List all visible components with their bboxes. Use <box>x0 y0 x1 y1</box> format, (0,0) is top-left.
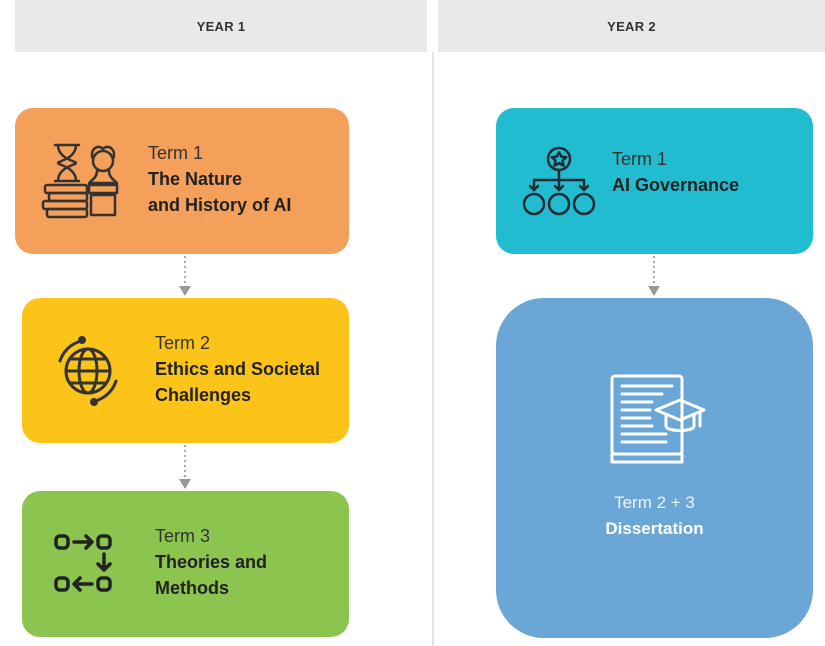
globe-icon <box>48 331 128 416</box>
connector-term1-to-term2 <box>179 256 191 296</box>
card-year2-dissertation: Term 2 + 3 Dissertation <box>496 298 813 638</box>
course-title-line1: The Nature <box>148 169 243 189</box>
year-2-header: YEAR 2 <box>438 0 825 52</box>
column-divider <box>432 52 434 646</box>
term-label: Term 2 + 3 <box>614 493 695 512</box>
hourglass-books-bust-icon <box>41 141 121 226</box>
card-year1-term3: Term 3 Theories and Methods <box>22 491 349 637</box>
connector-governance-to-dissertation <box>648 256 660 296</box>
term-label: Term 3 <box>155 526 211 546</box>
card-year1-term2: Term 2 Ethics and Societal Challenges <box>22 298 349 443</box>
connector-term2-to-term3 <box>179 445 191 489</box>
course-title-line2: Challenges <box>155 385 252 405</box>
year-1-header: YEAR 1 <box>15 0 427 52</box>
course-title-line1: Theories and <box>155 552 268 572</box>
card-year2-term1: Term 1 AI Governance <box>496 108 813 254</box>
term-label: Term 1 <box>148 143 204 163</box>
course-title-line1: Ethics and Societal <box>155 359 321 379</box>
course-title-line2: and History of AI <box>148 195 292 215</box>
course-title-line2: Methods <box>155 578 229 598</box>
term-label: Term 1 <box>612 149 668 169</box>
book-graduation-cap-icon <box>606 370 706 475</box>
term-label: Term 2 <box>155 333 211 353</box>
process-flow-icon <box>48 524 128 609</box>
card-year1-term1: Term 1 The Nature and History of AI <box>15 108 349 254</box>
hierarchy-star-icon <box>522 146 596 223</box>
course-title-line1: AI Governance <box>612 175 740 195</box>
course-title-line1: Dissertation <box>605 519 704 538</box>
